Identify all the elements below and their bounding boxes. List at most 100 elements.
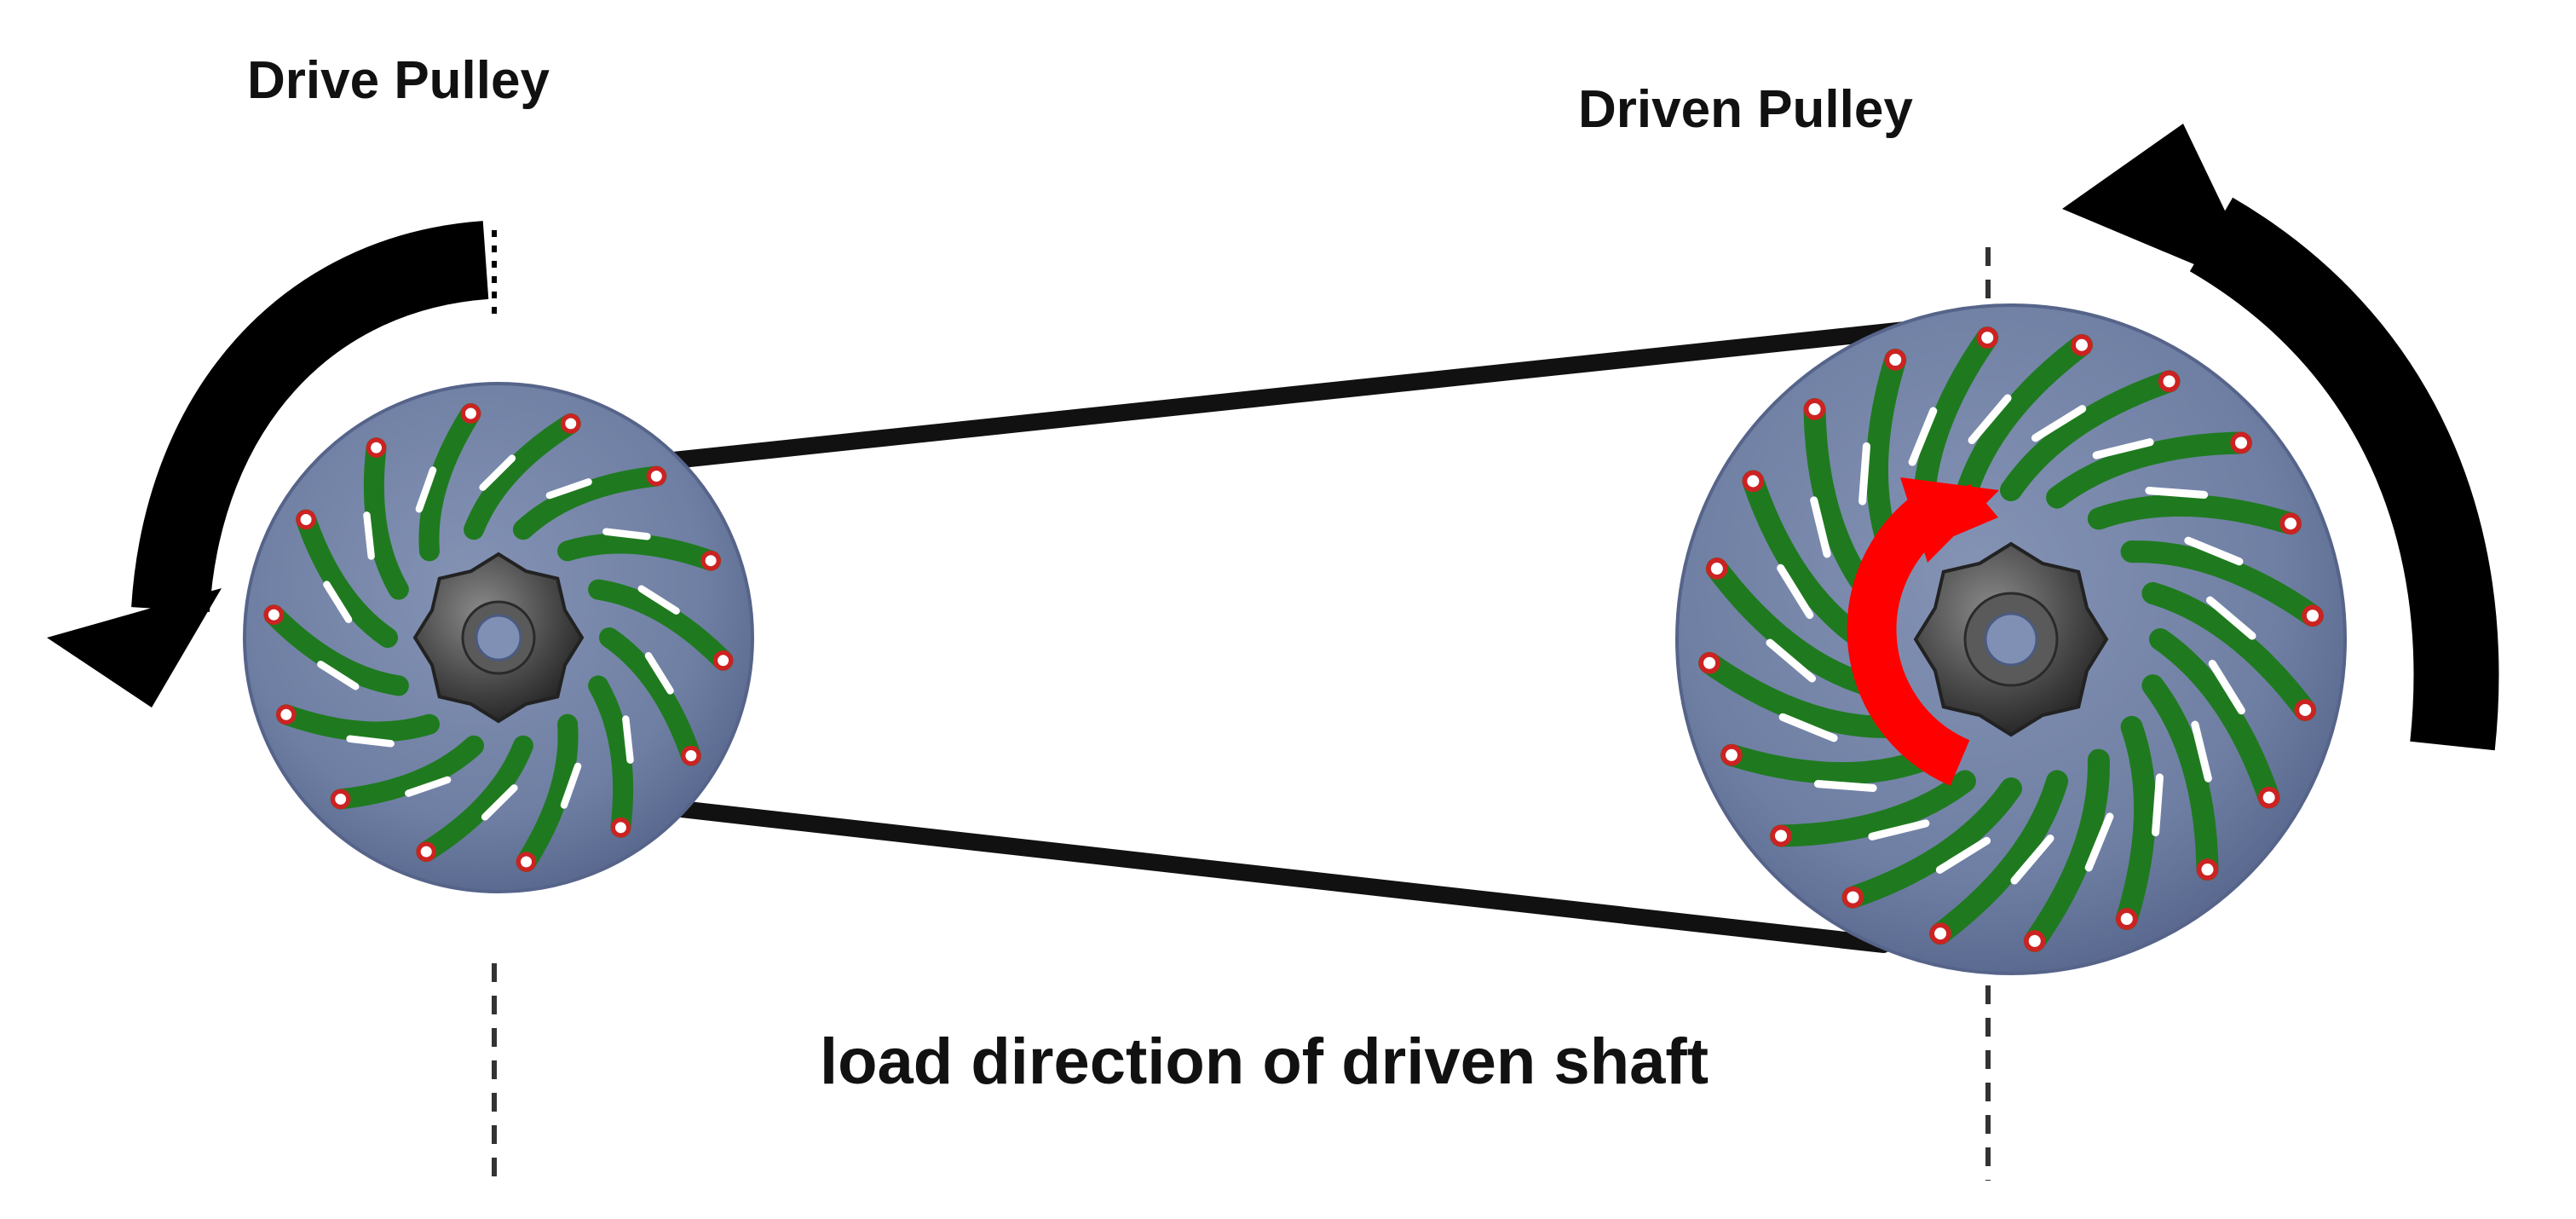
drive-vane: [599, 627, 701, 766]
drive-vane-slot: [346, 735, 395, 748]
driven-vane: [1929, 770, 2069, 945]
drive-vane: [296, 509, 398, 648]
driven-vane-slot: [1908, 407, 1938, 466]
driven-vane: [1742, 470, 1873, 650]
drive-pulley-hub: [412, 552, 585, 724]
drive-vane-slot: [405, 776, 452, 797]
driven-vane-pin: [1803, 398, 1826, 420]
drive-vane-slot: [479, 454, 516, 491]
driven-vane-pin: [2158, 370, 2181, 393]
drive-vane-slot: [415, 466, 437, 513]
drive-vane-slot: [323, 581, 353, 623]
drive-vane: [512, 465, 667, 540]
driven-vane-pin: [2116, 908, 2138, 930]
drive-vane-pin: [712, 650, 734, 671]
drive-vane: [557, 533, 722, 571]
drive-vane-pin: [276, 704, 297, 725]
drive-vane-pin: [646, 465, 667, 487]
load-direction-label: load direction of driven shaft: [820, 1025, 1709, 1098]
driven-vane-slot: [2205, 596, 2256, 640]
drive-vane-slot: [317, 661, 360, 690]
driven-vane: [1698, 651, 1902, 738]
driven-vane-slot: [2184, 536, 2244, 566]
drive-vane-slot: [602, 528, 651, 540]
driven-vane: [1720, 743, 1935, 785]
driven-vane-pin: [2071, 334, 2093, 356]
drive-vane-slot: [637, 585, 680, 615]
driven-vane-pin: [1698, 652, 1720, 674]
driven-vane: [1705, 558, 1881, 697]
driven-vane-pin: [2230, 431, 2252, 454]
driven-vane: [2149, 628, 2280, 809]
drive-vane-pin: [610, 817, 631, 838]
drive-vane: [516, 713, 579, 872]
belt-top-span: [665, 320, 1930, 469]
driven-vane: [2141, 674, 2219, 881]
driven-vane-slot: [2145, 487, 2209, 499]
driven-vane: [2046, 431, 2252, 509]
driven-vane-slot: [1859, 442, 1870, 506]
counterclockwise-arrow-icon: [2062, 124, 2499, 751]
driven-vane-slot: [1813, 780, 1877, 792]
drive-vane-pin: [681, 745, 701, 766]
driven-vane-pin: [1841, 886, 1864, 909]
driven-vane-pin: [1929, 922, 1951, 945]
driven-vane: [2120, 540, 2324, 627]
drive-vane: [263, 604, 409, 696]
driven-vane-pin: [1884, 349, 1906, 371]
driven-vane: [1841, 777, 2022, 909]
driven-vane: [1770, 770, 1976, 847]
driven-vane-pin: [1742, 470, 1765, 493]
drive-vane: [588, 675, 634, 838]
drive-vane-slot: [622, 715, 634, 764]
driven-vane-slot: [2191, 720, 2212, 783]
drive-vane-slot: [644, 652, 674, 695]
driven-pulley-hub: [1913, 541, 2109, 737]
drive-vane: [418, 403, 481, 562]
driven-vane-slot: [2092, 438, 2154, 459]
drive-vane-pin: [263, 604, 285, 625]
drive-vane-slot: [481, 784, 518, 821]
drive-pulley-vanes: [263, 403, 734, 872]
driven-vane: [2023, 748, 2110, 952]
belt: [665, 320, 1930, 953]
driven-vane-slot: [1935, 836, 1991, 874]
drive-vane: [464, 413, 581, 540]
driven-vane-pin: [2196, 858, 2219, 881]
driven-vane-slot: [2152, 773, 2164, 837]
drive-vane-pin: [700, 550, 721, 571]
driven-vane-pin: [2279, 512, 2302, 534]
driven-vane: [2141, 581, 2317, 721]
driven-vane-slot: [2084, 812, 2114, 872]
drive-vane-pin: [330, 789, 351, 810]
drive-vane: [330, 735, 485, 810]
driven-pulley: [1675, 303, 2347, 975]
driven-vane-slot: [2208, 659, 2245, 715]
driven-vane-slot: [1777, 563, 1814, 620]
driven-vane: [2087, 494, 2302, 535]
driven-vane-pin: [2024, 930, 2046, 952]
belt-bottom-span: [665, 800, 1892, 953]
clockwise-arrow-icon: [1847, 477, 1999, 786]
driven-vane-pin: [1706, 558, 1728, 580]
drive-pulley-label: Drive Pulley: [247, 51, 550, 110]
driven-vane-slot: [1968, 394, 2012, 445]
drive-vane-pin: [516, 852, 537, 872]
driven-vane-slot: [1778, 713, 1838, 742]
driven-vane: [1953, 333, 2093, 509]
drive-vane-pin: [561, 413, 581, 434]
drive-vane-pin: [296, 509, 316, 530]
driven-vane-slot: [1868, 819, 1930, 841]
driven-vane: [2000, 370, 2181, 501]
drive-vane-pin: [416, 841, 436, 862]
driven-vane-pin: [1720, 744, 1743, 766]
driven-vane-slot: [1766, 638, 1817, 683]
driven-vane-pin: [1770, 824, 1792, 847]
drive-vane-slot: [560, 762, 582, 809]
driven-vane-slot: [2010, 834, 2054, 885]
counterclockwise-arrow-icon: [47, 221, 497, 708]
driven-vane-pin: [2302, 604, 2324, 627]
drive-pulley: [243, 382, 754, 893]
drive-vane: [363, 437, 409, 600]
